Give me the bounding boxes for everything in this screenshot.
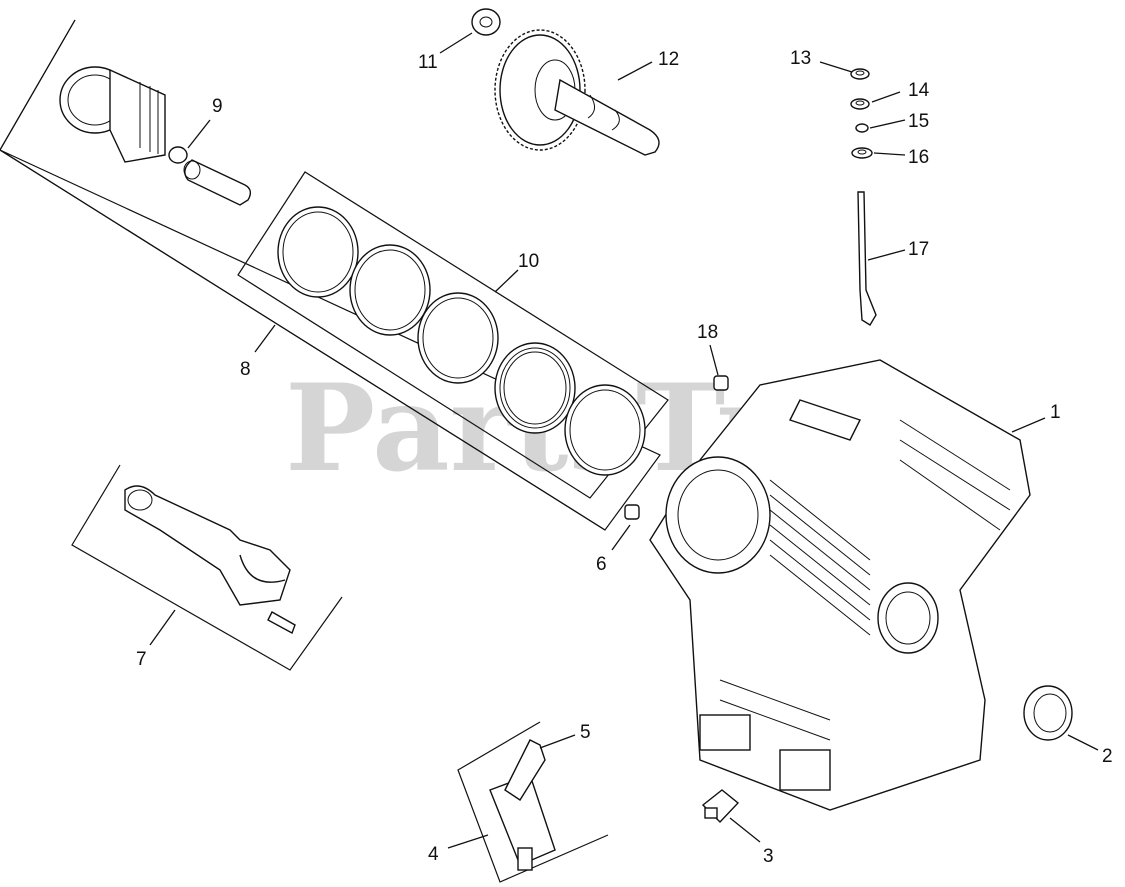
callout-1: 1 xyxy=(1050,402,1061,423)
leader-12 xyxy=(617,61,653,81)
leader-7 xyxy=(149,609,176,646)
leader-18 xyxy=(709,344,719,376)
leader-10 xyxy=(494,269,519,293)
camshaft xyxy=(494,29,660,156)
callout-12: 12 xyxy=(658,49,679,70)
callout-2: 2 xyxy=(1102,746,1113,767)
callout-11: 11 xyxy=(418,52,438,73)
valve-retainer xyxy=(850,98,870,110)
oil-seal xyxy=(1023,685,1073,741)
leader-9 xyxy=(187,119,211,149)
connecting-rod xyxy=(124,485,291,606)
callout-18: 18 xyxy=(697,322,718,343)
piston-pin-retainer xyxy=(168,146,188,164)
crankcase xyxy=(649,359,1031,811)
callout-15: 15 xyxy=(908,111,929,132)
leader-6 xyxy=(611,524,631,551)
valve-spacer xyxy=(855,123,869,133)
leader-3 xyxy=(729,817,761,843)
leader-14 xyxy=(871,91,901,103)
callout-7: 7 xyxy=(136,649,147,670)
piston-ring-set xyxy=(277,206,646,476)
leader-5 xyxy=(539,734,576,749)
leader-11 xyxy=(439,32,473,54)
leader-2 xyxy=(1067,734,1099,751)
callout-10: 10 xyxy=(518,251,539,272)
callout-6: 6 xyxy=(596,554,607,575)
leader-17 xyxy=(867,249,906,261)
callout-9: 9 xyxy=(212,96,223,117)
drain-plug xyxy=(701,789,740,824)
dowel-pin-upper xyxy=(713,375,729,391)
leader-16 xyxy=(873,152,906,156)
leader-13 xyxy=(819,61,853,73)
group-box-connecting-rod xyxy=(71,464,343,671)
leader-1 xyxy=(1011,417,1046,433)
callout-5: 5 xyxy=(580,722,591,743)
group-box-piston-rings xyxy=(237,171,669,499)
thrust-washer xyxy=(471,8,501,36)
governor-lever xyxy=(857,191,877,326)
leader-15 xyxy=(869,119,906,129)
callout-8: 8 xyxy=(240,359,251,380)
callout-14: 14 xyxy=(908,80,930,101)
callout-16: 16 xyxy=(908,147,929,168)
connecting-rod-bolt xyxy=(267,611,296,634)
callout-13: 13 xyxy=(790,48,811,69)
group-box-oil-sensor xyxy=(457,721,609,883)
valve-washer xyxy=(851,147,873,159)
callout-17: 17 xyxy=(908,239,929,260)
valve-cap xyxy=(850,68,870,80)
leader-4 xyxy=(447,834,489,849)
callout-3: 3 xyxy=(763,846,774,867)
dowel-pin-lower xyxy=(624,504,640,520)
callout-4: 4 xyxy=(428,844,439,865)
piston-pin xyxy=(183,159,252,206)
leader-8 xyxy=(254,324,276,353)
oil-sensor-bracket xyxy=(504,739,546,801)
piston xyxy=(59,66,166,163)
